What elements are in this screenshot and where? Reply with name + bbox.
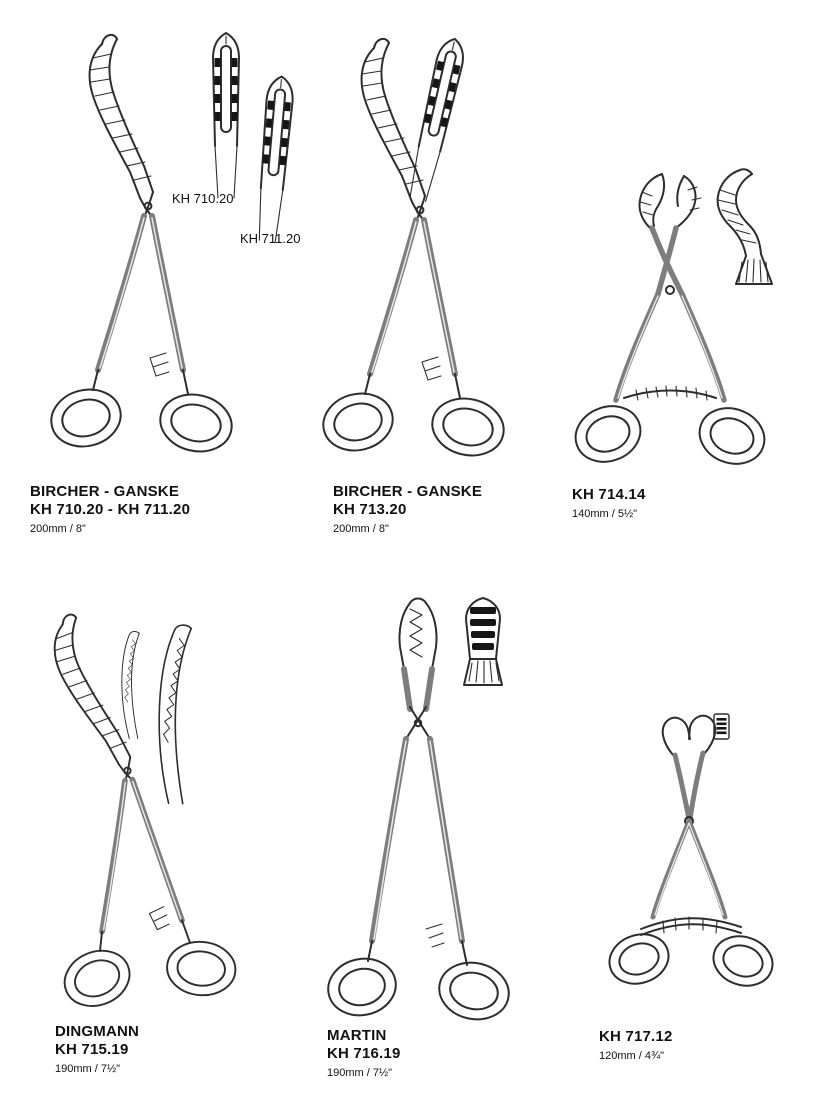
forceps-drawing <box>323 599 514 1026</box>
product-code: KH 715.19 <box>55 1041 129 1058</box>
inset-label-kh71020: KH 710.20 <box>172 191 234 206</box>
jaw-detail-drawing <box>713 713 730 740</box>
product-label: BIRCHER - GANSKE KH 710.20 - KH 711.20 2… <box>30 483 190 536</box>
forceps-drawing <box>568 174 772 473</box>
illustration-dingmann <box>28 592 293 1024</box>
product-code: KH 717.12 <box>599 1028 673 1045</box>
illustration-bircher-ganske-713 <box>318 35 523 480</box>
product-size: 200mm / 8" <box>30 523 86 535</box>
product-size: 200mm / 8" <box>333 523 389 535</box>
product-size: 190mm / 7½" <box>327 1067 393 1079</box>
forceps-drawing <box>318 39 509 463</box>
illustration-martin <box>312 585 522 1027</box>
product-code: KH 710.20 - KH 711.20 <box>30 501 191 518</box>
product-code: KH 713.20 <box>333 501 407 518</box>
jaw-detail-drawing <box>463 597 503 686</box>
product-size: 190mm / 7½" <box>55 1063 121 1075</box>
product-name: BIRCHER - GANSKE <box>333 483 483 500</box>
illustration-kh71712 <box>585 703 790 1015</box>
forceps-drawing <box>45 35 237 459</box>
product-code: KH 714.14 <box>572 486 646 503</box>
jaw-detail-drawing <box>139 622 215 807</box>
product-label: KH 717.12 120mm / 4¾" <box>599 1028 673 1063</box>
product-label: MARTIN KH 716.19 190mm / 7½" <box>327 1027 401 1080</box>
product-code: KH 716.19 <box>327 1045 401 1062</box>
forceps-drawing <box>28 598 245 1022</box>
jaw-detail-drawing <box>404 35 469 204</box>
product-label: DINGMANN KH 715.19 190mm / 7½" <box>55 1023 139 1076</box>
jaw-detail-drawing <box>253 74 296 244</box>
product-label: KH 714.14 140mm / 5½" <box>572 486 646 521</box>
jaw-detail-drawing <box>111 629 154 741</box>
jaw-detail-drawing <box>716 168 773 285</box>
product-name: BIRCHER - GANSKE <box>30 483 180 500</box>
jaw-detail-drawing <box>212 32 240 199</box>
product-name: DINGMANN <box>55 1023 140 1040</box>
product-label: BIRCHER - GANSKE KH 713.20 200mm / 8" <box>333 483 482 536</box>
forceps-drawing <box>603 716 779 993</box>
illustration-kh71414 <box>556 168 786 485</box>
product-size: 140mm / 5½" <box>572 508 638 520</box>
inset-label-kh71120: KH 711.20 <box>240 231 301 246</box>
product-size: 120mm / 4¾" <box>599 1050 665 1062</box>
product-name: MARTIN <box>327 1027 387 1044</box>
